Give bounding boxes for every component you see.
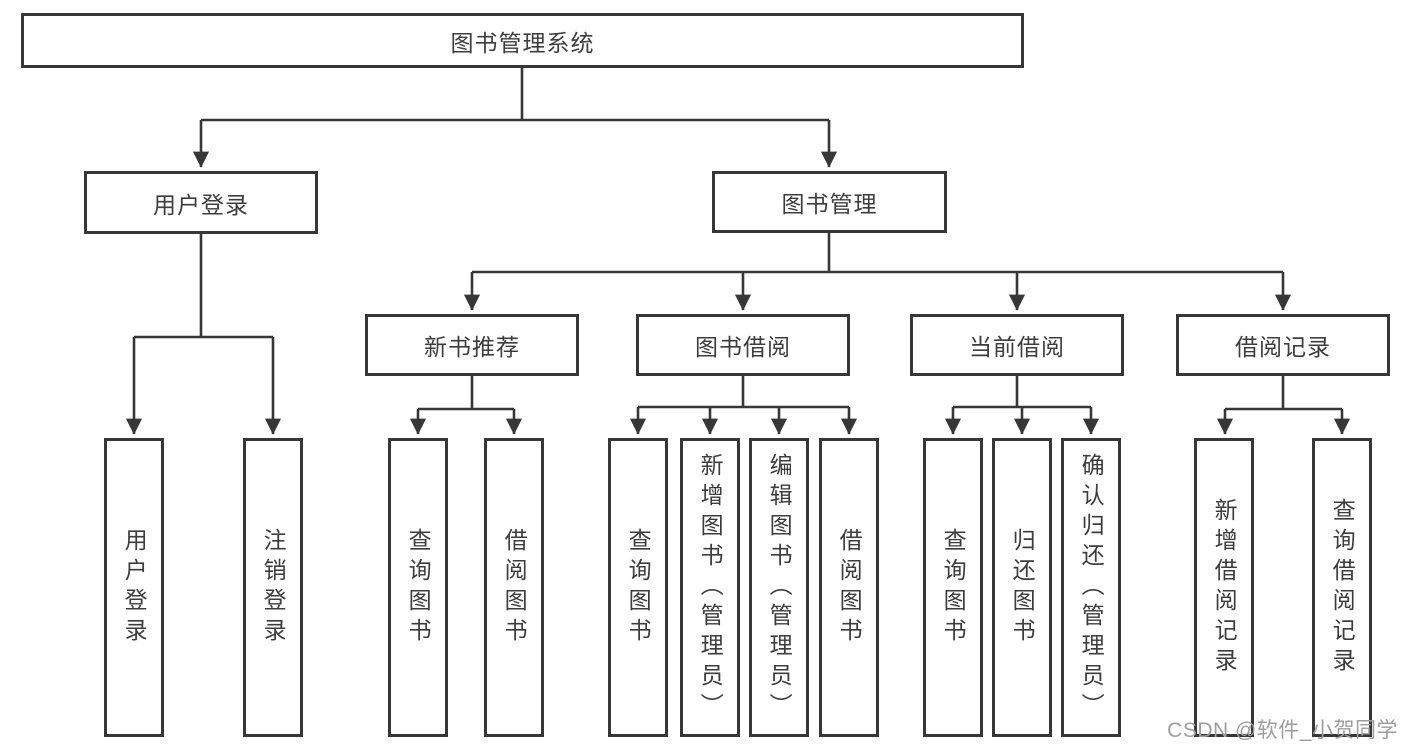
node-book-mgmt-label: 图书管理 bbox=[781, 191, 878, 217]
leaf-confirm-return-admin: 确认归还（管理员） bbox=[1061, 438, 1121, 737]
connector-new-book-rec-to-leaves bbox=[409, 376, 523, 435]
node-root: 图书管理系统 bbox=[21, 13, 1024, 68]
leaf-return-book-label: 归还图书 bbox=[1009, 527, 1036, 648]
leaf-edit-book-admin: 编辑图书（管理员） bbox=[749, 438, 809, 737]
leaf-return-book: 归还图书 bbox=[992, 438, 1052, 737]
leaf-query-book-current-label: 查询图书 bbox=[940, 527, 967, 648]
leaf-query-book-current: 查询图书 bbox=[923, 438, 983, 737]
connector-book-borrow-to-leaves bbox=[629, 376, 858, 435]
node-user-login-label: 用户登录 bbox=[153, 191, 249, 218]
leaf-user-login: 用户登录 bbox=[104, 438, 164, 737]
connector-current-borrow-to-leaves bbox=[944, 376, 1100, 435]
leaf-query-borrow-record-label: 查询借阅记录 bbox=[1329, 497, 1356, 678]
node-current-borrow: 当前借阅 bbox=[910, 314, 1124, 376]
node-borrow-records: 借阅记录 bbox=[1176, 314, 1390, 376]
leaf-add-book-admin-label: 新增图书（管理员） bbox=[697, 452, 724, 723]
leaf-add-book-admin: 新增图书（管理员） bbox=[680, 438, 740, 737]
leaf-add-borrow-record-label: 新增借阅记录 bbox=[1211, 497, 1238, 678]
leaf-query-book-rec: 查询图书 bbox=[388, 438, 448, 737]
watermark: CSDN @软件_小贺同学 bbox=[1167, 719, 1398, 742]
leaf-query-borrow-record: 查询借阅记录 bbox=[1312, 438, 1372, 737]
leaf-add-borrow-record: 新增借阅记录 bbox=[1194, 438, 1254, 737]
node-new-book-rec-label: 新书推荐 bbox=[424, 334, 520, 360]
leaf-query-book-borrow: 查询图书 bbox=[608, 438, 668, 737]
leaf-logout: 注销登录 bbox=[243, 438, 303, 737]
leaf-confirm-return-admin-label: 确认归还（管理员） bbox=[1078, 452, 1105, 723]
leaf-borrow-book-label: 借阅图书 bbox=[836, 527, 863, 648]
leaf-edit-book-admin-label: 编辑图书（管理员） bbox=[766, 452, 793, 723]
connector-root-to-level2 bbox=[192, 65, 838, 168]
node-book-borrow-label: 图书借阅 bbox=[695, 334, 791, 360]
leaf-user-login-label: 用户登录 bbox=[121, 527, 148, 648]
leaf-borrow-book-rec: 借阅图书 bbox=[484, 438, 544, 737]
leaf-query-book-rec-label: 查询图书 bbox=[405, 527, 432, 648]
leaf-query-book-borrow-label: 查询图书 bbox=[625, 527, 652, 648]
leaf-borrow-book: 借阅图书 bbox=[819, 438, 879, 737]
node-user-login: 用户登录 bbox=[84, 171, 318, 234]
connector-book-mgmt-to-level3 bbox=[463, 233, 1292, 311]
connector-borrow-records-to-leaves bbox=[1216, 376, 1351, 435]
connector-user-login-to-leaves bbox=[125, 234, 282, 435]
node-new-book-rec: 新书推荐 bbox=[365, 314, 579, 376]
node-book-borrow: 图书借阅 bbox=[636, 314, 850, 376]
leaf-logout-label: 注销登录 bbox=[260, 527, 287, 648]
node-current-borrow-label: 当前借阅 bbox=[969, 334, 1065, 360]
node-book-mgmt: 图书管理 bbox=[712, 171, 947, 233]
node-borrow-records-label: 借阅记录 bbox=[1235, 334, 1331, 360]
leaf-borrow-book-rec-label: 借阅图书 bbox=[501, 527, 528, 648]
node-root-label: 图书管理系统 bbox=[450, 29, 595, 56]
